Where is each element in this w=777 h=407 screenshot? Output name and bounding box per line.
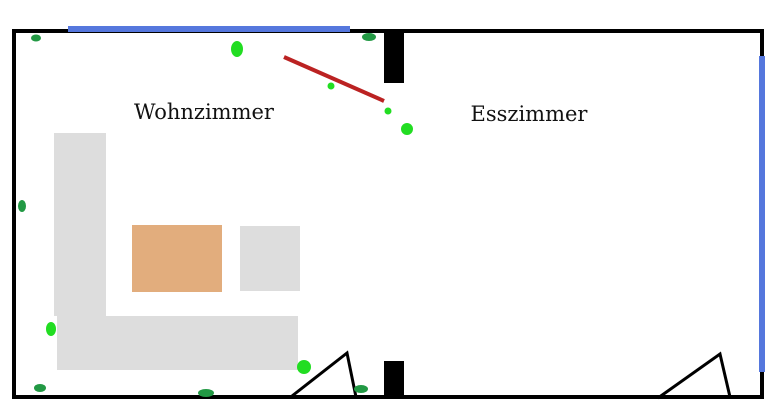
sensor-dot — [18, 200, 26, 212]
side-table — [240, 226, 300, 291]
sensor-dot — [327, 82, 335, 90]
sensor-dot — [46, 322, 56, 336]
sensor-dot — [297, 360, 311, 374]
sensor-dot — [354, 385, 368, 393]
door-dining — [657, 351, 732, 400]
sensor-dot — [362, 33, 376, 41]
room-label-dining: Esszimmer — [471, 102, 589, 126]
partition-wall-bottom — [384, 361, 404, 397]
sensor-dot — [231, 41, 243, 57]
red-line — [283, 55, 385, 103]
sensor-dot — [198, 389, 214, 397]
partition-wall-top — [384, 31, 404, 83]
sensor-dot — [384, 107, 392, 115]
room-label-living: Wohnzimmer — [134, 100, 275, 124]
sensor-dot — [31, 34, 41, 42]
door-living — [291, 350, 358, 398]
coffee-table — [132, 225, 222, 292]
sofa — [54, 133, 298, 370]
sensor-dot — [34, 384, 46, 392]
sensor-dot — [401, 123, 413, 135]
